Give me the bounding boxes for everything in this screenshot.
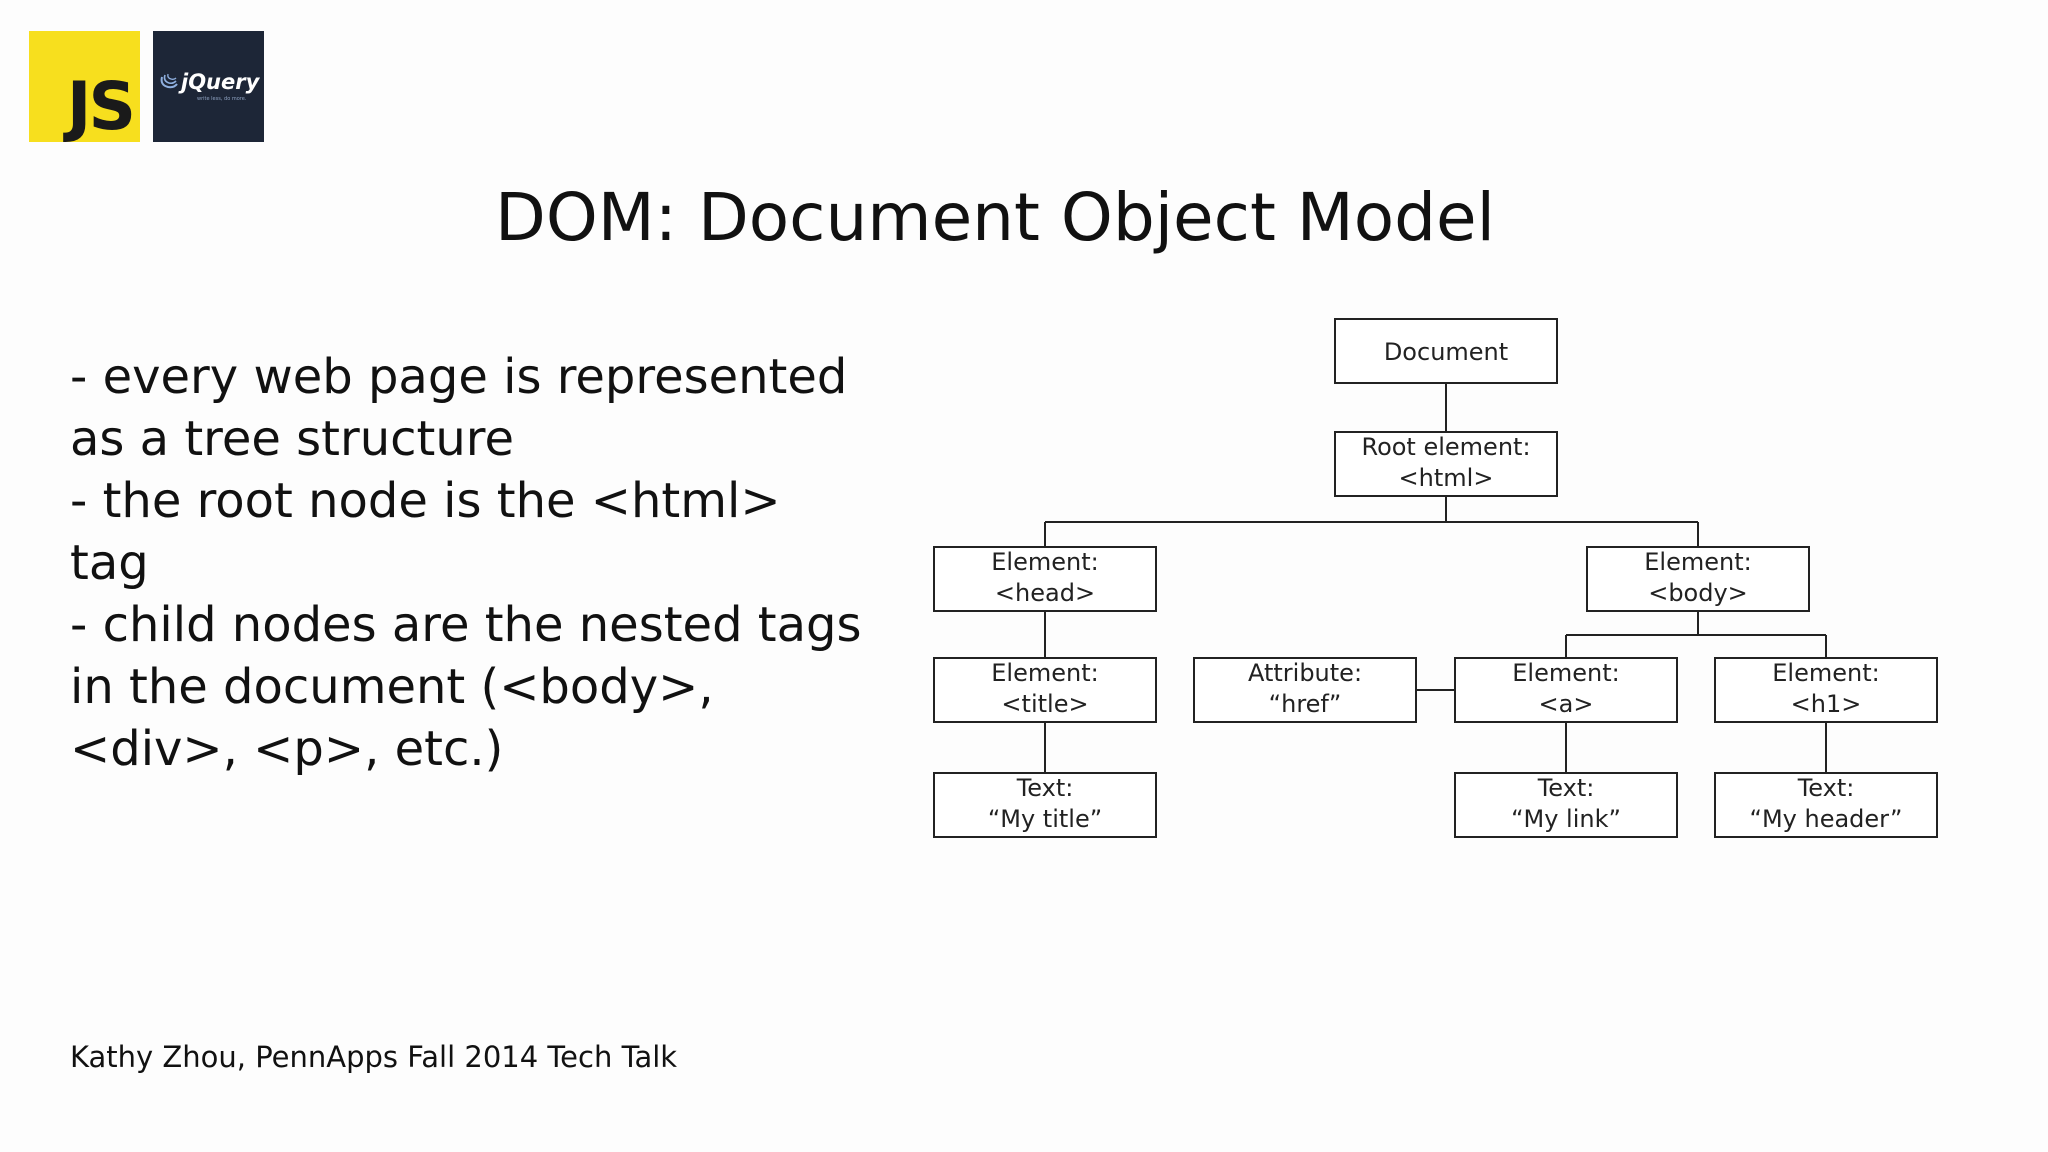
- tree-node-box: [1334, 431, 1558, 497]
- javascript-logo: JS: [29, 31, 140, 142]
- tree-node-box: [1193, 657, 1417, 723]
- tree-node-h1: Element: <h1>: [1714, 657, 1938, 723]
- javascript-logo-text: JS: [66, 68, 136, 145]
- tree-node-box: [933, 546, 1157, 612]
- tree-node-label: “My title”: [988, 805, 1102, 833]
- tree-node-a: Element: <a>: [1454, 657, 1678, 723]
- jquery-logo: jQuery write less, do more.: [153, 31, 264, 142]
- tree-node-box: [1334, 318, 1558, 384]
- tree-node-label: Element:: [991, 659, 1098, 687]
- bullet-item: - the root node is the <html> tag: [70, 473, 781, 591]
- tree-node-label: Text:: [1797, 774, 1855, 802]
- tree-node-href: Attribute: “href”: [1193, 657, 1417, 723]
- bullet-item: - every web page is represented as a tre…: [70, 349, 848, 467]
- tree-node-label: “My link”: [1511, 805, 1621, 833]
- tree-node-label: “My header”: [1750, 805, 1903, 833]
- tree-node-box: [1586, 546, 1810, 612]
- tree-node-box: [1714, 657, 1938, 723]
- bullet-list: - every web page is represented as a tre…: [70, 346, 870, 780]
- tree-node-label: Attribute:: [1248, 659, 1362, 687]
- tree-node-text-link: Text: “My link”: [1454, 772, 1678, 838]
- tree-node-label: Text:: [1016, 774, 1074, 802]
- tree-node-label: <title>: [1001, 690, 1088, 718]
- tree-node-label: Document: [1384, 338, 1508, 366]
- tree-node-label: Element:: [991, 548, 1098, 576]
- tree-node-title: Element: <title>: [933, 657, 1157, 723]
- tree-node-box: [933, 772, 1157, 838]
- tree-node-label: <a>: [1539, 690, 1594, 718]
- credit-line: Kathy Zhou, PennApps Fall 2014 Tech Talk: [70, 1040, 678, 1074]
- tree-node-text-header: Text: “My header”: [1714, 772, 1938, 838]
- tree-node-label: Root element:: [1361, 433, 1530, 461]
- diagram-edges: [1044, 383, 1827, 773]
- jquery-swirl-icon: [160, 73, 178, 89]
- tree-node-box: [1714, 772, 1938, 838]
- tree-node-document: Document: [1334, 318, 1558, 384]
- tree-node-box: [1454, 772, 1678, 838]
- tree-node-root: Root element: <html>: [1334, 431, 1558, 497]
- slide-title: DOM: Document Object Model: [495, 179, 1495, 256]
- tree-node-body: Element: <body>: [1586, 546, 1810, 612]
- tree-node-box: [933, 657, 1157, 723]
- tree-node-label: <head>: [995, 579, 1095, 607]
- tree-node-box: [1454, 657, 1678, 723]
- tree-node-label: <html>: [1399, 464, 1494, 492]
- jquery-logo-text: jQuery: [181, 70, 260, 94]
- tree-node-label: Element:: [1644, 548, 1751, 576]
- jquery-logo-tagline: write less, do more.: [197, 96, 247, 102]
- tree-node-label: “href”: [1269, 690, 1342, 718]
- tree-node-head: Element: <head>: [933, 546, 1157, 612]
- bullet-item: - child nodes are the nested tags in the…: [70, 597, 862, 777]
- tree-node-label: Element:: [1512, 659, 1619, 687]
- tree-node-text-title: Text: “My title”: [933, 772, 1157, 838]
- tree-node-label: Element:: [1772, 659, 1879, 687]
- tree-node-label: <h1>: [1791, 690, 1862, 718]
- tree-node-label: Text:: [1537, 774, 1595, 802]
- tree-node-label: <body>: [1648, 579, 1748, 607]
